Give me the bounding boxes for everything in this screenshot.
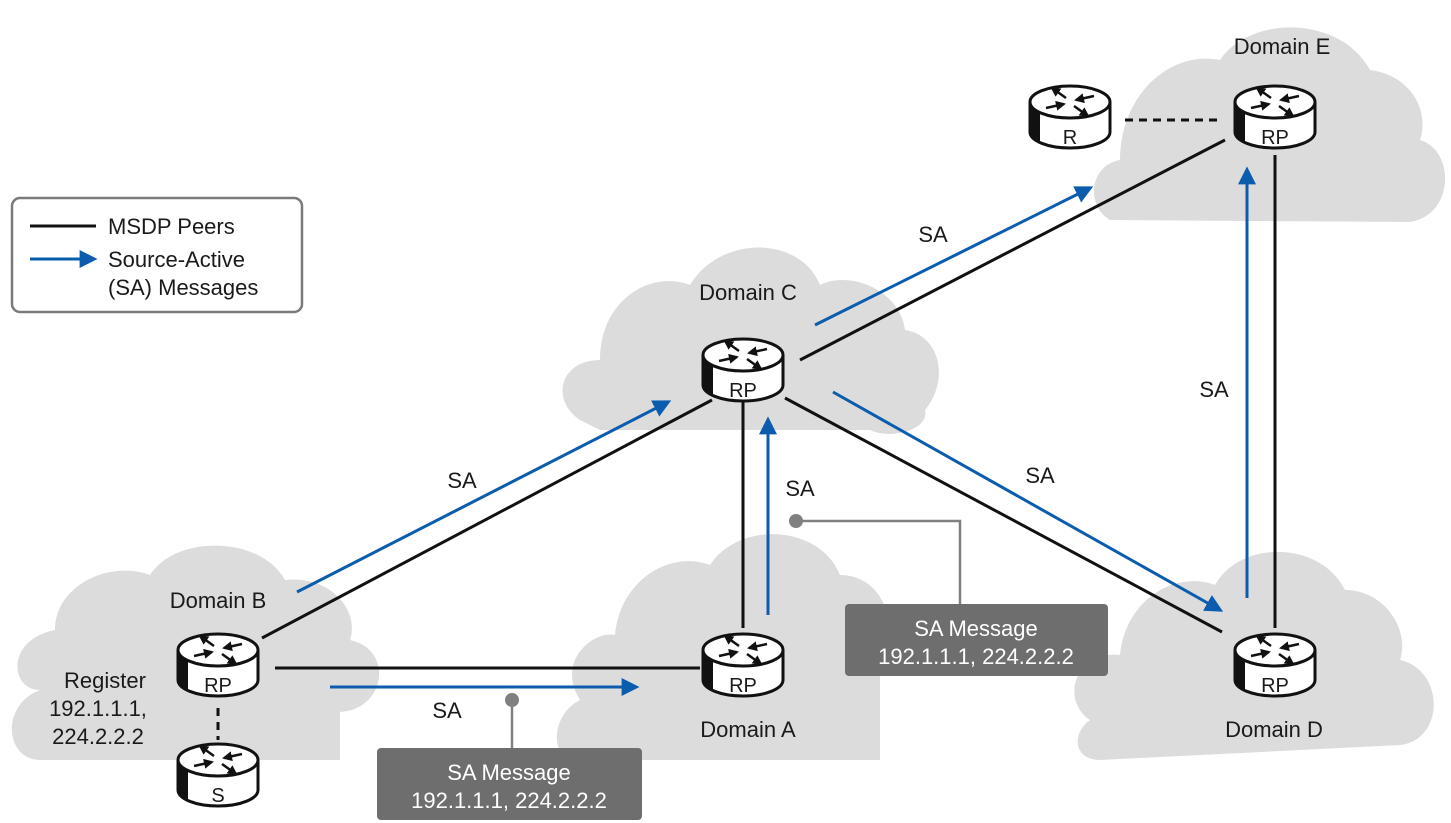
router-rp-domain-a: RP xyxy=(703,634,783,697)
legend-sa-label-line1: Source-Active xyxy=(108,247,245,272)
svg-text:192.1.1.1, 224.2.2.2: 192.1.1.1, 224.2.2.2 xyxy=(878,644,1074,669)
router-label: RP xyxy=(204,675,232,697)
peer-link-c-d xyxy=(784,396,1223,634)
router-rp-domain-b: RP xyxy=(178,634,258,697)
legend-peers-label: MSDP Peers xyxy=(108,214,235,239)
sa-label-c-r: SA xyxy=(918,222,948,247)
legend-sa-label-line2: (SA) Messages xyxy=(108,275,258,300)
sa-arrow-c-d xyxy=(832,390,1224,612)
leader-dot-a-c xyxy=(789,514,803,528)
register-label: Register 192.1.1.1, 224.2.2.2 xyxy=(49,668,147,749)
sa-label-a-c: SA xyxy=(785,476,815,501)
domain-e-label: Domain E xyxy=(1234,34,1331,59)
legend: MSDP Peers Source-Active (SA) Messages xyxy=(10,196,304,314)
router-label: S xyxy=(211,785,224,807)
router-source: S xyxy=(178,744,258,807)
leader-dot-b-a xyxy=(505,693,519,707)
peer-link-b-c xyxy=(261,398,713,640)
router-label: RP xyxy=(1261,675,1289,697)
domain-d-label: Domain D xyxy=(1225,717,1323,742)
sa-message-callout-bottom: SA Message 192.1.1.1, 224.2.2.2 xyxy=(377,748,642,820)
sa-label-b-a: SA xyxy=(432,698,462,723)
svg-text:SA Message: SA Message xyxy=(914,616,1038,641)
svg-text:192.1.1.1,: 192.1.1.1, xyxy=(49,696,147,721)
sa-label-d-e: SA xyxy=(1199,377,1229,402)
router-label: R xyxy=(1063,127,1077,149)
peer-link-c-e xyxy=(799,138,1226,362)
router-label: RP xyxy=(729,675,757,697)
svg-text:224.2.2.2: 224.2.2.2 xyxy=(52,724,144,749)
svg-text:192.1.1.1, 224.2.2.2: 192.1.1.1, 224.2.2.2 xyxy=(411,788,607,813)
sa-label-c-d: SA xyxy=(1025,463,1055,488)
domain-a-label: Domain A xyxy=(700,717,796,742)
callout-leaders xyxy=(505,514,962,748)
router-receiver: R xyxy=(1030,86,1110,149)
sa-message-callout-middle: SA Message 192.1.1.1, 224.2.2.2 xyxy=(845,604,1108,676)
router-rp-domain-c: RP xyxy=(703,339,783,402)
sa-arrows xyxy=(296,166,1256,696)
router-label: RP xyxy=(1261,127,1289,149)
router-label: RP xyxy=(729,380,757,402)
sa-label-b-c: SA xyxy=(447,468,477,493)
leader-a-c xyxy=(796,519,962,604)
svg-text:SA Message: SA Message xyxy=(447,760,571,785)
router-rp-domain-e: RP xyxy=(1235,86,1315,149)
domain-c-label: Domain C xyxy=(699,280,797,305)
sa-arrow-c-r xyxy=(814,186,1094,327)
peer-links xyxy=(216,118,1277,740)
router-rp-domain-d: RP xyxy=(1235,634,1315,697)
svg-text:Register: Register xyxy=(64,668,146,693)
domain-b-label: Domain B xyxy=(170,588,267,613)
sa-arrow-b-c xyxy=(296,400,672,594)
